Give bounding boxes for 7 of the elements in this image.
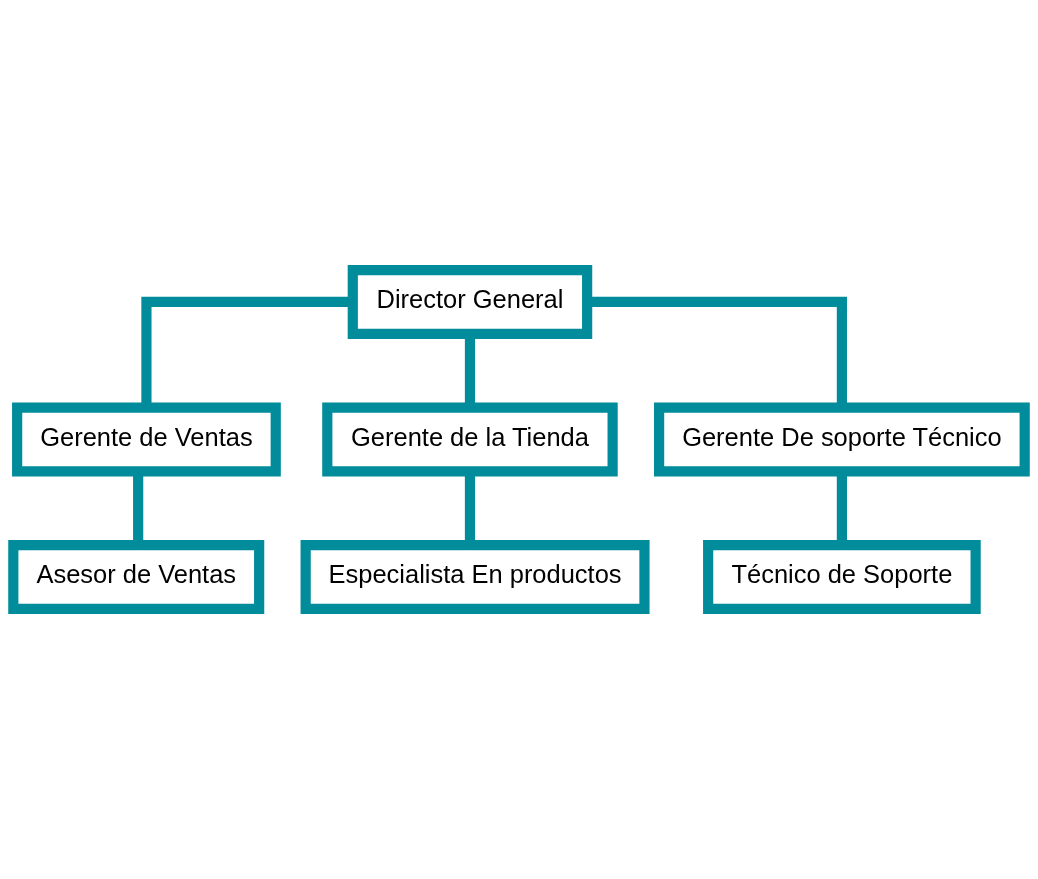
node-box: Especialista En productos (300, 540, 650, 614)
node-box: Gerente de la Tienda (322, 402, 618, 477)
node-box: Gerente De soporte Técnico (654, 402, 1030, 477)
node-box: Director General (347, 265, 593, 339)
node-box: Técnico de Soporte (703, 540, 981, 614)
node-box: Gerente de Ventas (12, 402, 281, 477)
node-box: Asesor de Ventas (8, 540, 265, 614)
